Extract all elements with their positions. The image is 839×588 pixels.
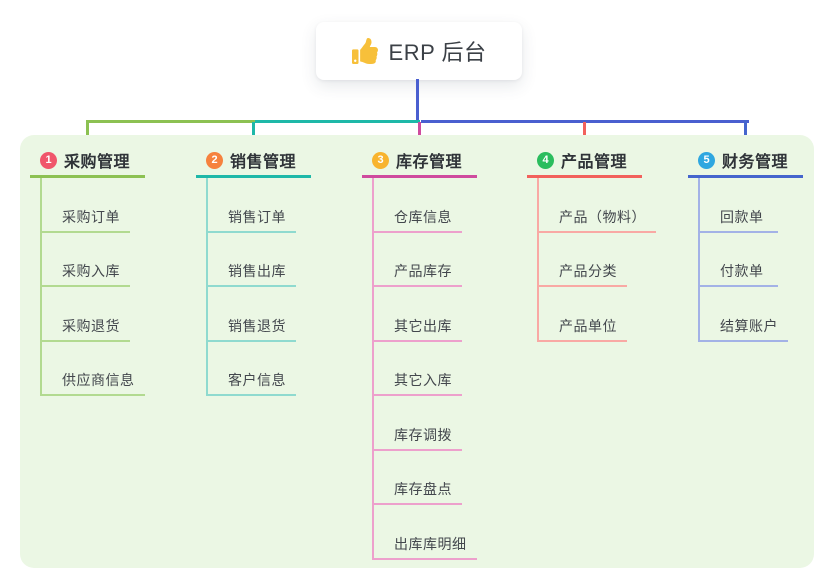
branch-item-node[interactable]: 库存盘点 xyxy=(374,451,462,505)
branch-title: 采购管理 xyxy=(64,154,131,171)
branch-item-node[interactable]: 产品（物料） xyxy=(539,178,656,233)
branch-items: 回款单付款单结算账户 xyxy=(698,178,788,342)
branch-item-node[interactable]: 销售订单 xyxy=(208,178,296,233)
branch-item-node[interactable]: 销售退货 xyxy=(208,287,296,342)
thumbs-up-icon xyxy=(351,38,378,64)
branch-item-node[interactable]: 产品库存 xyxy=(374,233,462,287)
branch-item-node[interactable]: 其它入库 xyxy=(374,342,462,396)
branch-number-badge: 1 xyxy=(40,151,57,169)
branch-heading[interactable]: 4 产品管理 xyxy=(527,145,642,178)
branch-heading[interactable]: 2 销售管理 xyxy=(196,145,311,178)
branch-item-node[interactable]: 回款单 xyxy=(700,178,778,233)
connector-segment-teal xyxy=(255,120,420,123)
branch-item-node[interactable]: 产品单位 xyxy=(539,287,627,342)
branch-item-node[interactable]: 采购入库 xyxy=(42,233,130,287)
branch-item-node[interactable]: 采购订单 xyxy=(42,178,130,233)
branch-drop-line-3 xyxy=(418,122,421,147)
branch-drop-line-4 xyxy=(583,122,586,147)
branch-items: 销售订单销售出库销售退货客户信息 xyxy=(206,178,296,396)
branch-title: 产品管理 xyxy=(561,154,628,171)
branch-heading[interactable]: 5 财务管理 xyxy=(688,145,803,178)
root-node[interactable]: ERP 后台 xyxy=(316,22,522,80)
branch-column-1: 1 采购管理 采购订单采购入库采购退货供应商信息 xyxy=(30,145,145,396)
branch-drop-line-5 xyxy=(744,120,747,147)
root-connector-line xyxy=(416,79,419,123)
branch-title: 财务管理 xyxy=(722,154,789,171)
branch-item-node[interactable]: 库存调拨 xyxy=(374,396,462,451)
branch-heading[interactable]: 1 采购管理 xyxy=(30,145,145,178)
branch-item-node[interactable]: 产品分类 xyxy=(539,233,627,287)
branch-item-node[interactable]: 出库库明细 xyxy=(374,505,477,560)
branch-items: 仓库信息产品库存其它出库其它入库库存调拨库存盘点出库库明细 xyxy=(372,178,477,560)
branch-column-4: 4 产品管理 产品（物料）产品分类产品单位 xyxy=(527,145,656,342)
branch-number-badge: 5 xyxy=(698,151,715,169)
branch-item-node[interactable]: 销售出库 xyxy=(208,233,296,287)
branch-item-node[interactable]: 付款单 xyxy=(700,233,778,287)
branch-title: 库存管理 xyxy=(396,154,463,171)
branch-items: 产品（物料）产品分类产品单位 xyxy=(537,178,656,342)
connector-segment-green xyxy=(86,120,255,123)
branch-number-badge: 2 xyxy=(206,151,223,169)
branch-item-node[interactable]: 其它出库 xyxy=(374,287,462,342)
connector-segment-blue xyxy=(421,120,749,123)
branch-column-3: 3 库存管理 仓库信息产品库存其它出库其它入库库存调拨库存盘点出库库明细 xyxy=(362,145,477,560)
branch-item-node[interactable]: 采购退货 xyxy=(42,287,130,342)
root-title: ERP 后台 xyxy=(388,40,487,65)
branches-panel: 1 采购管理 采购订单采购入库采购退货供应商信息 2 销售管理 销售订单销售出库… xyxy=(20,135,814,568)
branch-heading[interactable]: 3 库存管理 xyxy=(362,145,477,178)
branch-item-node[interactable]: 仓库信息 xyxy=(374,178,462,233)
branch-item-node[interactable]: 供应商信息 xyxy=(42,342,145,396)
branch-title: 销售管理 xyxy=(230,154,297,171)
branch-item-node[interactable]: 结算账户 xyxy=(700,287,788,342)
branch-column-2: 2 销售管理 销售订单销售出库销售退货客户信息 xyxy=(196,145,311,396)
branch-item-node[interactable]: 客户信息 xyxy=(208,342,296,396)
branch-drop-line-1 xyxy=(86,120,89,147)
branch-items: 采购订单采购入库采购退货供应商信息 xyxy=(40,178,145,396)
branch-number-badge: 4 xyxy=(537,151,554,169)
branch-drop-line-2 xyxy=(252,122,255,147)
branch-number-badge: 3 xyxy=(372,151,389,169)
branch-column-5: 5 财务管理 回款单付款单结算账户 xyxy=(688,145,803,342)
